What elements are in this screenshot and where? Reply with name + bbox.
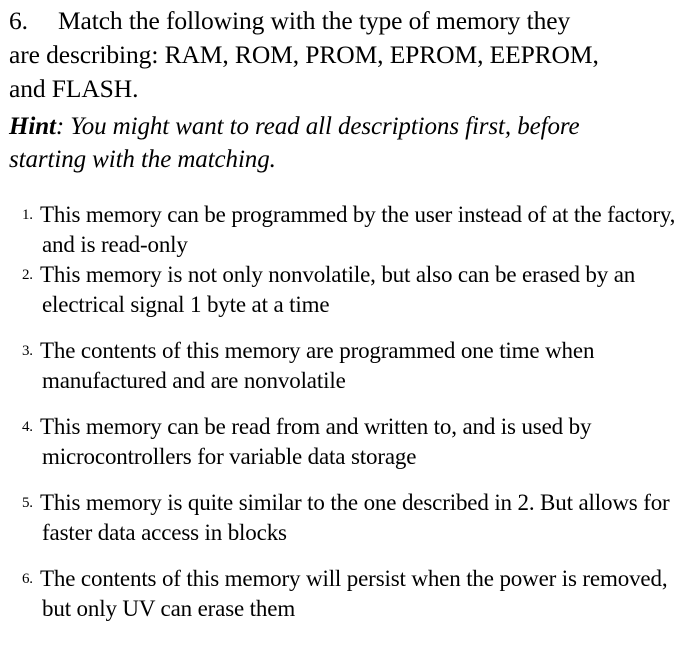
list-item: 4. This memory can be read from and writ… [0,412,700,472]
list-item: 5. This memory is quite similar to the o… [0,488,700,548]
hint-line-2: starting with the matching. [9,146,276,173]
question-number: 6. [9,6,28,35]
list-item-marker: 4. [22,419,33,435]
question-heading: 6. Match the following with the type of m… [9,4,693,106]
list-item-text: This memory is quite similar to the one … [40,490,670,545]
description-list: 1. This memory can be programmed by the … [0,200,700,624]
list-item-marker: 2. [22,267,33,283]
list-item-text: This memory is not only nonvolatile, but… [40,262,636,317]
list-item-marker: 1. [22,207,33,223]
list-item-marker: 5. [22,495,33,511]
hint-separator: : [55,113,65,140]
list-item: 3. The contents of this memory are progr… [0,336,700,396]
list-item: 2. This memory is not only nonvolatile, … [0,260,700,320]
question-line-3: and FLASH. [9,74,139,103]
question-line-1: 6. Match the following with the type of m… [9,4,693,38]
question-line-1-text: Match the following with the type of mem… [57,6,571,35]
list-item-text: This memory can be read from and written… [40,414,592,469]
list-item-text: The contents of this memory will persist… [40,566,668,621]
list-item-text: This memory can be programmed by the use… [40,202,676,257]
list-item-marker: 6. [22,571,33,587]
list-item-text: The contents of this memory are programm… [40,338,595,393]
hint-line-1: Hint: You might want to read all descrip… [9,110,693,143]
question-line-2: are describing: RAM, ROM, PROM, EPROM, E… [9,40,599,69]
hint-label: Hint [9,113,56,140]
list-item: 1. This memory can be programmed by the … [0,200,700,260]
list-item-marker: 3. [22,343,33,359]
hint-line-1-text: You might want to read all descriptions … [64,113,580,140]
hint-block: Hint: You might want to read all descrip… [9,110,693,176]
list-item: 6. The contents of this memory will pers… [0,564,700,624]
